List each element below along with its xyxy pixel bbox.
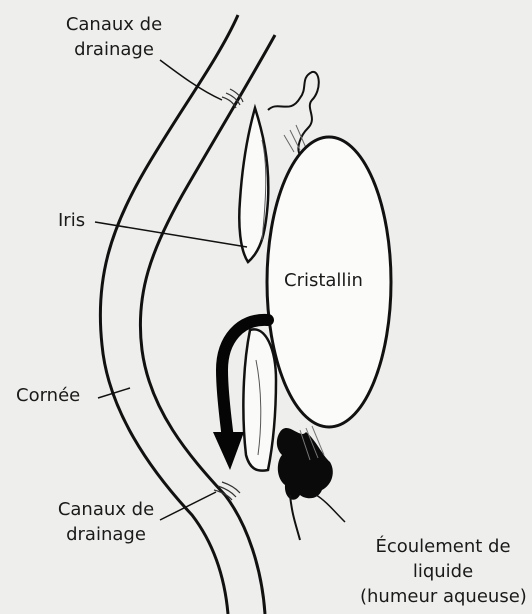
drainage-top-label-line2: drainage (56, 37, 172, 62)
drainage-bottom-label-line1: Canaux de (46, 497, 166, 522)
drainage-bottom-label: Canaux de drainage (46, 497, 166, 547)
outflow-label-line3: (humeur aqueuse) (360, 584, 526, 609)
lens-label: Cristallin (284, 268, 363, 293)
lower-iris (243, 329, 276, 470)
cornea-label: Cornée (16, 383, 80, 408)
iris-label: Iris (58, 208, 85, 233)
outflow-label-line2: liquide (360, 559, 526, 584)
drainage-bottom-label-line2: drainage (46, 522, 166, 547)
drainage-top-label-line1: Canaux de (56, 12, 172, 37)
outflow-label-line1: Écoulement de (360, 534, 526, 559)
drainage-top-label: Canaux de drainage (56, 12, 172, 62)
outflow-label: Écoulement de liquide (humeur aqueuse) (360, 534, 526, 609)
